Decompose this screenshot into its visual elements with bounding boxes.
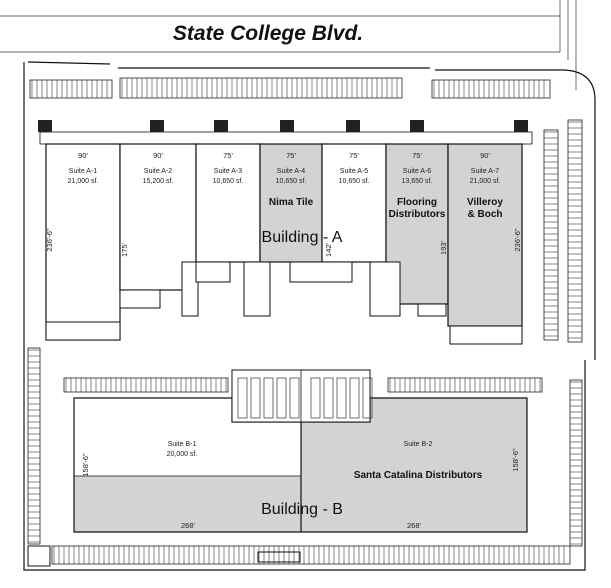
- parking-right-lower: [569, 379, 583, 547]
- suite-size: 15,200 sf.: [143, 178, 174, 185]
- site-boundary: [23, 61, 596, 571]
- suite-width: 75': [412, 151, 422, 160]
- loading-docks-a: [45, 261, 523, 345]
- suite-b2-id: Suite B-2: [404, 441, 433, 448]
- suite-width: 75': [286, 151, 296, 160]
- dock-bay: [349, 377, 360, 419]
- suite-size: 13,650 sf.: [402, 178, 433, 185]
- parking-bottom: [51, 545, 571, 565]
- dock-bay: [310, 377, 321, 419]
- dock-bay: [250, 377, 261, 419]
- entry-block: [150, 120, 164, 132]
- suite-tenant: Flooring: [397, 197, 437, 208]
- dock-bay: [336, 377, 347, 419]
- suite-id: Suite A-3: [214, 168, 243, 175]
- dock-bay: [276, 377, 287, 419]
- entry-block: [280, 120, 294, 132]
- suite-width: 90': [480, 151, 490, 160]
- parking-top-left: [29, 79, 113, 99]
- suite-size: 10,650 sf.: [339, 178, 370, 185]
- suite-width: 75': [349, 151, 359, 160]
- suite-id: Suite A-5: [340, 168, 369, 175]
- suite-size: 21,000 sf.: [68, 178, 99, 185]
- entry-block: [346, 120, 360, 132]
- dock-bay: [323, 377, 334, 419]
- suite-id: Suite A-6: [403, 168, 432, 175]
- street: State College Blvd.: [0, 0, 577, 90]
- suite-size: 21,000 sf.: [470, 178, 501, 185]
- suite-width: 90': [153, 151, 163, 160]
- suite-tenant: Villeroy: [467, 197, 503, 208]
- suite-a2-depth: 175': [120, 242, 129, 257]
- parking-top-main: [119, 77, 403, 99]
- dock-bay: [362, 377, 373, 419]
- building-b: [73, 369, 528, 533]
- suite-b1-size: 20,000 sf.: [167, 451, 198, 458]
- suite-tenant: Nima Tile: [269, 197, 314, 208]
- suite-b1-depth: 158'-6": [81, 453, 90, 477]
- front-walkway: [39, 131, 533, 145]
- suite-b2-depth: 158'-6": [511, 448, 520, 472]
- dock-bay: [237, 377, 248, 419]
- suite-a1-depth: 236'-6": [45, 228, 54, 252]
- suite-width: 75': [223, 151, 233, 160]
- street-name: State College Blvd.: [173, 22, 363, 45]
- suite-a7: [447, 143, 523, 327]
- suite-b2-tenant: Santa Catalina Distributors: [354, 470, 483, 481]
- suite-id: Suite A-1: [69, 168, 98, 175]
- suite-b2-width: 268': [407, 521, 422, 530]
- suite-id: Suite A-7: [471, 168, 500, 175]
- suite-a5-depth: 142': [324, 242, 333, 257]
- suite-a3: [195, 143, 261, 263]
- entry-block: [514, 120, 528, 132]
- parking-top-right: [431, 79, 551, 99]
- building-b-label: Building - B: [261, 501, 343, 518]
- suite-size: 10,650 sf.: [213, 178, 244, 185]
- entry-structure: [27, 545, 301, 567]
- suite-b1-shaded: [74, 476, 301, 532]
- suite-a5: [321, 143, 387, 263]
- dock-bay: [263, 377, 274, 419]
- suite-width: 90': [78, 151, 88, 160]
- entry-block: [214, 120, 228, 132]
- suite-tenant: & Boch: [468, 209, 503, 220]
- suite-id: Suite A-2: [144, 168, 173, 175]
- suite-a7-depth: 236'-6": [513, 228, 522, 252]
- dock-bay: [289, 377, 300, 419]
- suite-b1-id: Suite B-1: [168, 441, 197, 448]
- parking-right-mid: [543, 129, 559, 341]
- entry-block: [38, 120, 52, 132]
- suite-id: Suite A-4: [277, 168, 306, 175]
- suite-a6-depth: 193': [439, 240, 448, 255]
- suite-tenant: Distributors: [389, 209, 446, 220]
- suite-b1-width: 268': [181, 521, 196, 530]
- suite-size: 10,650 sf.: [276, 178, 307, 185]
- entry-block: [410, 120, 424, 132]
- parking-right: [567, 119, 583, 343]
- building-a-label: Building - A: [262, 229, 343, 246]
